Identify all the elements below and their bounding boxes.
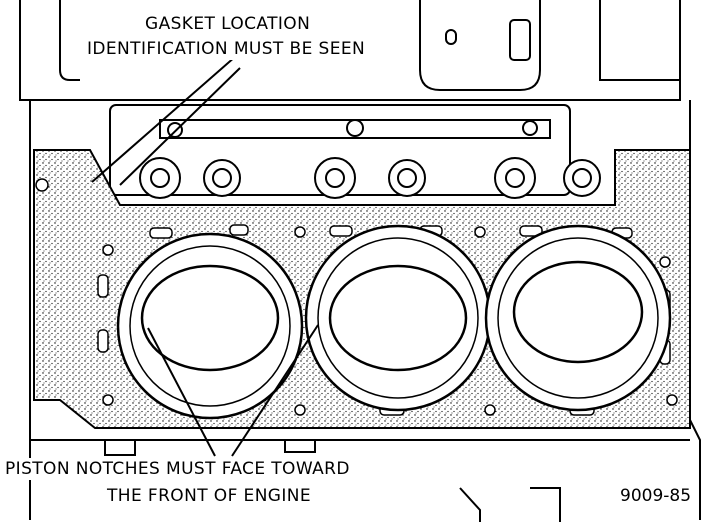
gasket-location-callout-line1: GASKET LOCATION [142, 13, 314, 35]
figure-number: 9009-85 [620, 486, 692, 506]
head-bolts [139, 119, 601, 199]
cylinder-bores [116, 224, 672, 420]
piston-notch-callout-line2: THE FRONT OF ENGINE [104, 485, 315, 507]
gasket-location-callout-line2: IDENTIFICATION MUST BE SEEN [84, 38, 369, 60]
piston-notch-callout-line1: PISTON NOTCHES MUST FACE TOWARD [2, 458, 353, 480]
block-lower-edge [30, 439, 690, 522]
leader-lines [91, 41, 319, 457]
